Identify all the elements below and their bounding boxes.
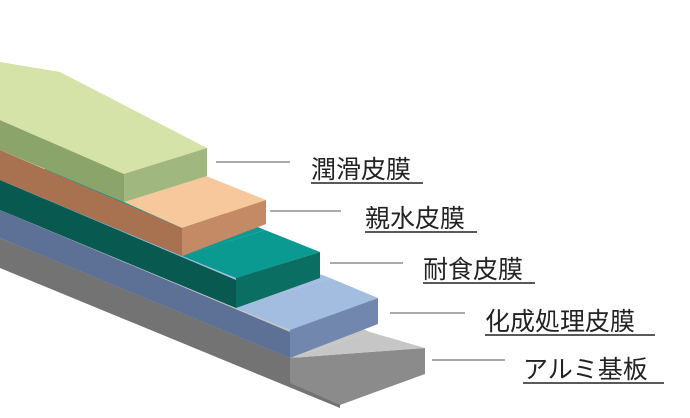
label-lubricating-coating: 潤滑皮膜 <box>311 155 411 184</box>
layer-front-face <box>124 148 207 202</box>
layer-front-face <box>236 252 320 308</box>
layer-front-face <box>290 298 378 358</box>
label-aluminum-substrate: アルミ基板 <box>523 355 648 384</box>
label-hydrophilic-coating: 親水皮膜 <box>365 204 465 233</box>
layer-side-face <box>0 238 340 408</box>
layer-side-face <box>0 180 236 308</box>
layer-top-face <box>236 278 378 330</box>
layer-top-face <box>182 230 320 278</box>
layer-top-face <box>0 62 207 174</box>
layer-front-face <box>182 200 266 256</box>
layer-side-face <box>0 210 290 358</box>
layer-front-face <box>290 348 425 405</box>
layer-lubricating-coating <box>0 62 207 202</box>
layer-top-face <box>124 176 266 228</box>
layer-side-face <box>0 150 182 256</box>
label-corrosion-coating: 耐食皮膜 <box>423 255 523 284</box>
layer-side-face <box>0 120 124 202</box>
layer-top-face <box>290 332 425 358</box>
label-conversion-coating: 化成処理皮膜 <box>485 307 635 336</box>
